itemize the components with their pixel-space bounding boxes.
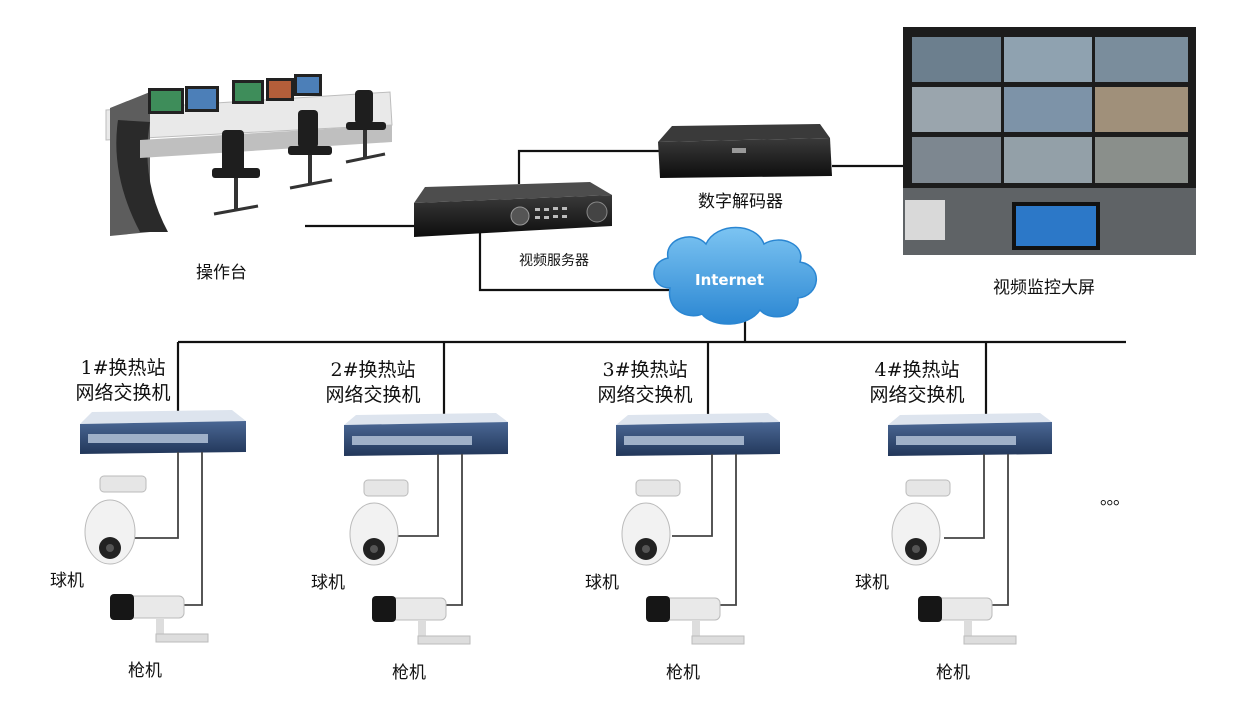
station-2-name: 2#换热站 — [330, 359, 416, 381]
station-2-switch-label: 网络交换机 — [325, 384, 421, 406]
camera-cables — [132, 452, 1009, 606]
switch-3 — [616, 413, 780, 456]
station-2-bullet-label: 枪机 — [392, 663, 426, 683]
dome-camera-1 — [84, 475, 147, 565]
decoder-label: 数字解码器 — [698, 192, 783, 212]
console-monitors — [148, 74, 322, 114]
switch-1 — [80, 410, 246, 454]
dome-camera-3 — [621, 479, 681, 566]
dome-camera-4 — [891, 479, 951, 566]
decoder-image — [658, 124, 832, 178]
dome-camera-2 — [349, 479, 409, 566]
station-4-bullet-label: 枪机 — [936, 663, 970, 683]
station-4-dome-label: 球机 — [855, 573, 889, 593]
connection-lines — [176, 149, 1126, 415]
console-label: 操作台 — [196, 263, 247, 283]
station-3-switch-label: 网络交换机 — [597, 384, 693, 406]
video-wall-screens — [912, 37, 1188, 183]
internet-label: Internet — [695, 271, 765, 289]
video-wall-label: 视频监控大屏 — [993, 278, 1095, 298]
station-2-dome-label: 球机 — [311, 573, 345, 593]
station-1-bullet-label: 枪机 — [128, 661, 162, 681]
bullet-camera-1 — [110, 594, 209, 643]
console-chairs — [212, 90, 386, 216]
switch-4 — [888, 413, 1052, 456]
bullet-camera-3 — [646, 596, 745, 645]
switch-2 — [344, 413, 508, 456]
station-3-bullet-label: 枪机 — [666, 663, 700, 683]
station-1-name: 1#换热站 — [80, 357, 166, 379]
station-3-dome-label: 球机 — [585, 573, 619, 593]
video-server-image — [414, 182, 612, 237]
station-4-switch-label: 网络交换机 — [869, 384, 965, 406]
station-1-dome-label: 球机 — [50, 571, 84, 591]
video-wall-image — [903, 27, 1196, 255]
link-server-decoder — [517, 149, 660, 184]
more-stations-ellipsis: 。。。 — [1100, 489, 1130, 509]
operator-console-image — [105, 74, 393, 236]
station-3-name: 3#换热站 — [602, 359, 688, 381]
bullet-camera-4 — [918, 596, 1017, 645]
link-server-internet — [478, 233, 670, 292]
station-1-switch-label: 网络交换机 — [75, 382, 171, 404]
video-server-label: 视频服务器 — [519, 253, 589, 269]
station-4-name: 4#换热站 — [874, 359, 960, 381]
internet-cloud — [653, 226, 818, 325]
bullet-camera-2 — [372, 596, 471, 645]
